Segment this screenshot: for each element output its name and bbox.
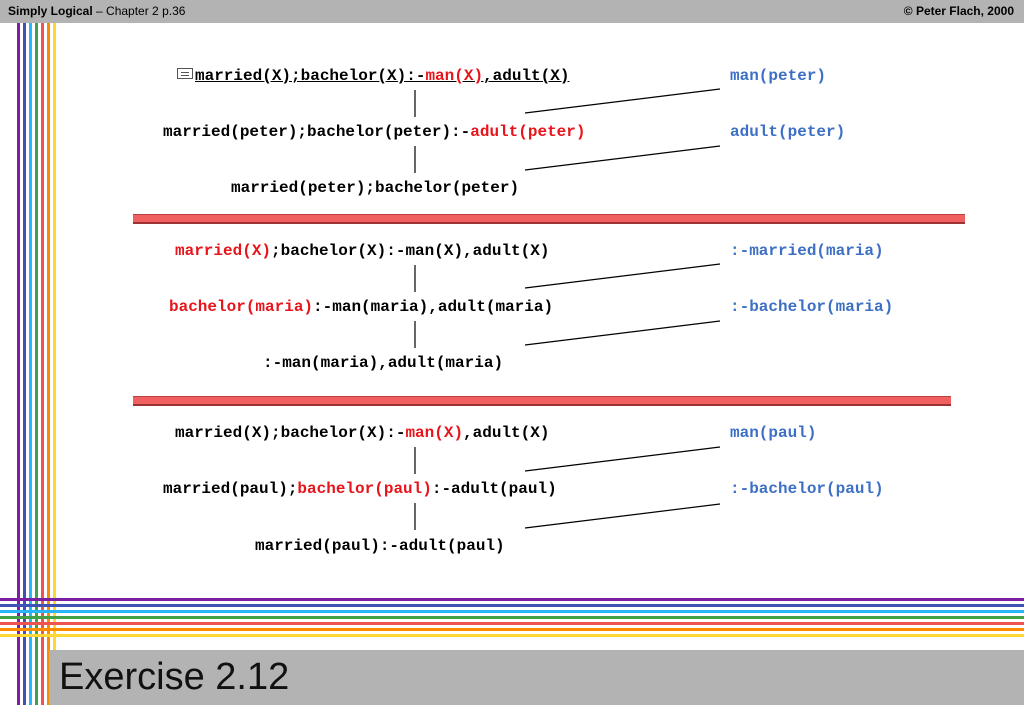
horizontal-stripes (0, 598, 1024, 638)
chapter-page: – Chapter 2 p.36 (92, 4, 186, 18)
input-clause: adult(peter) (730, 123, 846, 141)
goal-text: :-adult(paul) (431, 480, 557, 498)
vertical-stripes (17, 23, 59, 705)
goal-text: married(X);bachelor(X):- (175, 424, 406, 442)
clause-connector (524, 320, 721, 346)
clause-connector (524, 503, 721, 529)
clause-connector (524, 446, 721, 472)
goal-line: married(peter);bachelor(peter):-adult(pe… (163, 123, 585, 141)
copyright: © Peter Flach, 2000 (903, 4, 1014, 18)
selected-literal: bachelor(paul) (297, 480, 432, 498)
goal-text: married(paul):-adult(paul) (255, 537, 505, 555)
goal-line: married(X);bachelor(X):-man(X),adult(X) (195, 67, 569, 85)
slide-footer: Exercise 2.12 (49, 650, 1024, 705)
clause-connector (524, 145, 721, 171)
section-divider (133, 396, 951, 406)
header-left: Simply Logical – Chapter 2 p.36 (8, 4, 185, 18)
goal-line: :-man(maria),adult(maria) (263, 354, 503, 372)
goal-line: married(X);bachelor(X):-man(X),adult(X) (175, 424, 549, 442)
book-title: Simply Logical (8, 4, 93, 18)
input-clause: :-bachelor(paul) (730, 480, 884, 498)
goal-line: married(peter);bachelor(peter) (231, 179, 519, 197)
goal-text: ;bachelor(X):-man(X),adult(X) (271, 242, 550, 260)
section-divider (133, 214, 965, 224)
goal-text: married(paul); (163, 480, 298, 498)
selected-literal: man(X) (425, 67, 484, 85)
selected-literal: man(X) (405, 424, 464, 442)
selected-literal: married(X) (175, 242, 272, 260)
goal-text: :-man(maria),adult(maria) (263, 354, 504, 372)
slide-title: Exercise 2.12 (59, 656, 290, 698)
input-clause: :-married(maria) (730, 242, 884, 260)
goal-text: married(X);bachelor(X):- (195, 67, 426, 85)
input-clause: man(peter) (730, 67, 827, 85)
note-icon[interactable] (177, 68, 193, 79)
input-clause: :-bachelor(maria) (730, 298, 894, 316)
selected-literal: adult(peter) (470, 123, 586, 141)
slide-header: Simply Logical – Chapter 2 p.36 © Peter … (0, 0, 1024, 23)
goal-line: married(paul);bachelor(paul):-adult(paul… (163, 480, 557, 498)
selected-literal: bachelor(maria) (169, 298, 314, 316)
goal-line: bachelor(maria):-man(maria),adult(maria) (169, 298, 553, 316)
goal-line: married(X);bachelor(X):-man(X),adult(X) (175, 242, 549, 260)
goal-text: ,adult(X) (463, 424, 550, 442)
goal-text: married(peter);bachelor(peter) (231, 179, 520, 197)
goal-line: married(paul):-adult(paul) (255, 537, 505, 555)
goal-text: ,adult(X) (483, 67, 570, 85)
clause-connector (524, 263, 721, 289)
clause-connector (524, 88, 721, 114)
goal-text: married(peter);bachelor(peter):- (163, 123, 471, 141)
input-clause: man(paul) (730, 424, 817, 442)
goal-text: :-man(maria),adult(maria) (313, 298, 554, 316)
